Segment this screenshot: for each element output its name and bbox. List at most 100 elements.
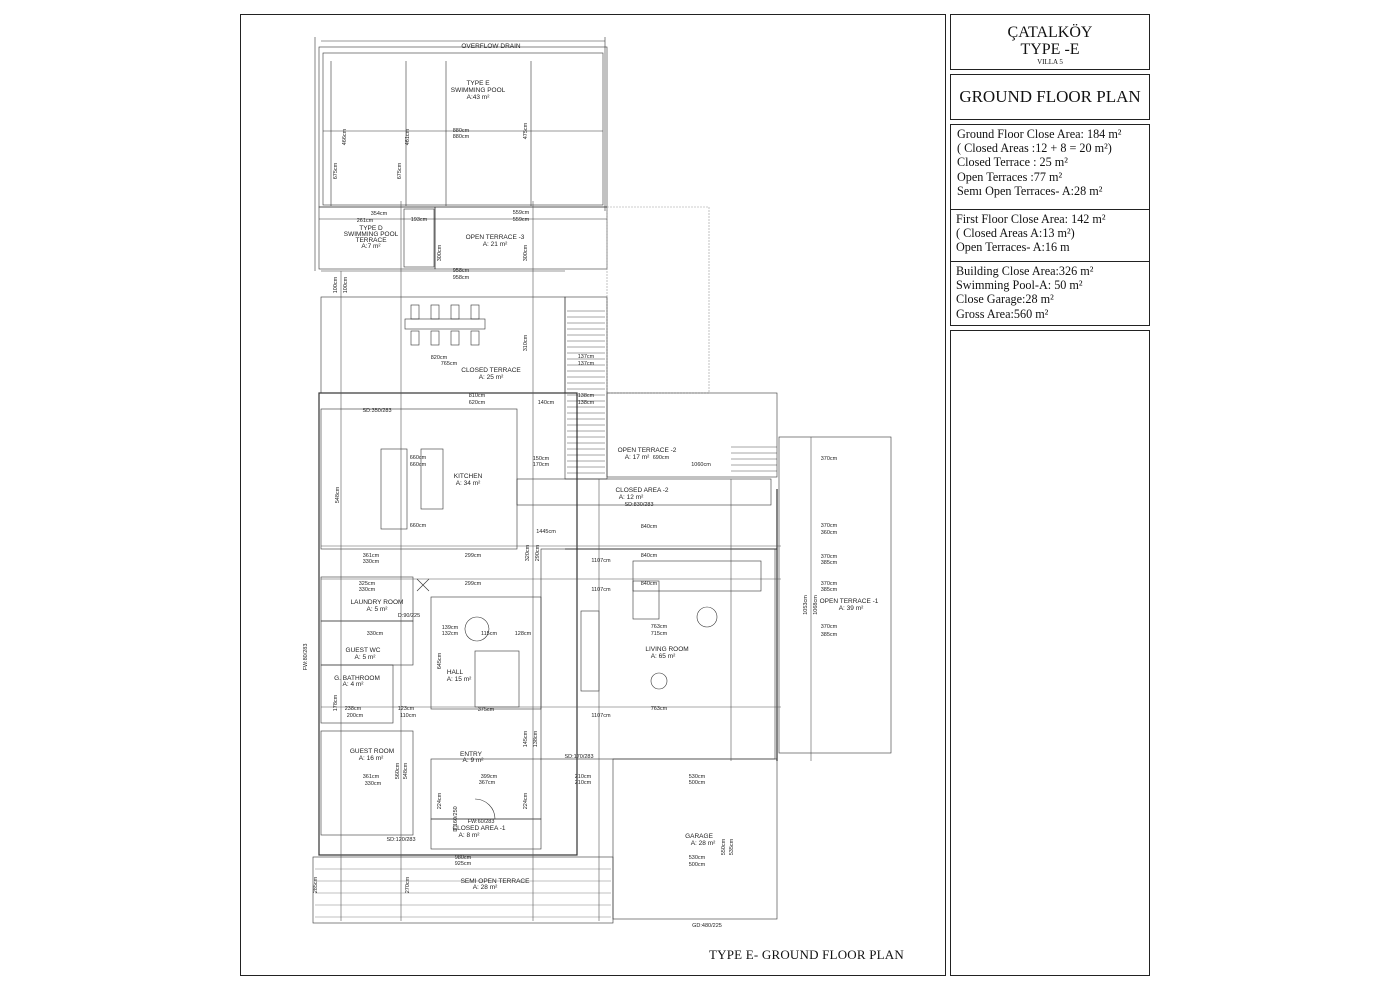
area-line: Swimming Pool-A: 50 m² xyxy=(956,278,1083,293)
dim-label: 715cm xyxy=(651,631,668,637)
area-line: Open Terraces- A:16 m xyxy=(956,240,1070,255)
area-line: Gross Area:560 m² xyxy=(956,306,1049,321)
villa-number: VILLA 5 xyxy=(1037,58,1063,66)
dim-label: 1107cm xyxy=(591,558,611,564)
dim-label: 385cm xyxy=(821,560,838,566)
dim-label: 140cm xyxy=(538,400,555,406)
dim-label: 880cm xyxy=(453,134,470,140)
dim-label: 958cm xyxy=(453,268,470,274)
area-line: ( Closed Areas A:13 m²) xyxy=(956,226,1075,241)
dim-label: 354cm xyxy=(371,211,388,217)
area-line: First Floor Close Area: 142 m² xyxy=(956,212,1106,226)
area-line: Ground Floor Close Area: 184 m² xyxy=(957,127,1122,141)
area-line: Building Close Area:326 m² xyxy=(956,264,1094,278)
semi-open-terrace-label: SEMI OPEN TERRACE xyxy=(461,878,531,885)
dim-label: 560cm xyxy=(395,762,401,779)
dim-label: 820cm xyxy=(431,355,448,361)
dim-label: 139cm xyxy=(442,625,459,631)
dim-label: 1060cm xyxy=(691,462,711,468)
dim-label: 675cm xyxy=(333,162,339,179)
dim-label: 138cm xyxy=(533,730,539,747)
open-terrace-1-label: OPEN TERRACE -1 xyxy=(820,598,879,605)
dim-label: 132cm xyxy=(442,631,459,637)
dim-label: 224cm xyxy=(523,792,529,809)
dim-label: 370cm xyxy=(821,554,838,560)
project-name: ÇATALKÖY xyxy=(1007,24,1093,41)
area-line: Open Terraces :77 m² xyxy=(957,169,1063,184)
dim-label: 660cm xyxy=(410,523,427,529)
closed-area-2 xyxy=(516,478,772,506)
dim-label: 763cm xyxy=(651,706,668,712)
total-areas: Building Close Area:326 m² Swimming Pool… xyxy=(951,261,1149,321)
dim-label: 840cm xyxy=(641,524,658,530)
dim-label: 530cm xyxy=(689,855,706,861)
closed-area-2-area: A: 12 m² xyxy=(619,494,644,501)
dim-label: 170cm xyxy=(533,462,550,468)
dim-label: 475cm xyxy=(523,122,529,139)
dim-label: 145cm xyxy=(523,730,529,747)
door-tag: GD:480/225 xyxy=(692,923,722,929)
guest-room-area: A: 16 m² xyxy=(359,755,384,762)
pool-e-label: SWIMMING POOL xyxy=(451,87,506,94)
dim-label: 330cm xyxy=(367,631,384,637)
dim-label: 925cm xyxy=(455,861,472,867)
dim-label: 361cm xyxy=(363,553,380,559)
closed-terrace-label: CLOSED TERRACE xyxy=(461,367,521,374)
dim-label: 150cm xyxy=(533,456,550,462)
dim-label: 530cm xyxy=(689,774,706,780)
dim-label: 1445cm xyxy=(536,529,556,535)
hall-area: A: 15 m² xyxy=(447,676,472,683)
first-floor-areas: First Floor Close Area: 142 m² ( Closed … xyxy=(951,209,1149,255)
dim-label: 660cm xyxy=(410,462,427,468)
door-tag: D:90/225 xyxy=(398,613,420,619)
dim-label: 385cm xyxy=(821,632,838,638)
dim-label: 1053cm xyxy=(803,595,809,615)
g-bathroom-label: G. BATHROOM xyxy=(334,675,380,682)
closed-area-1-label: CLOSED AREA -1 xyxy=(452,825,505,832)
dim-label: 1107cm xyxy=(591,713,611,719)
notes-box xyxy=(950,330,1150,976)
dim-label: 370cm xyxy=(821,523,838,529)
dim-label: 320cm xyxy=(525,544,531,561)
dim-label: 370cm xyxy=(821,581,838,587)
laundry-label: LAUNDRY ROOM xyxy=(351,599,404,606)
terrace-steps xyxy=(564,296,608,480)
door-tag: FW:60/283 xyxy=(468,819,495,825)
laundry-area: A: 5 m² xyxy=(367,606,389,613)
dim-label: 115cm xyxy=(481,631,498,637)
closed-area-2-label: CLOSED AREA -2 xyxy=(615,487,668,494)
dim-label: 210cm xyxy=(575,780,592,786)
guest-room-label: GUEST ROOM xyxy=(350,748,394,755)
guest-room xyxy=(320,730,414,836)
dim-label: 535cm xyxy=(729,838,735,855)
dim-label: 123cm xyxy=(398,706,415,712)
dim-label: 1068cm xyxy=(813,595,819,615)
dim-label: 559cm xyxy=(513,217,530,223)
drawing-sheet: OVERFLOW DRAIN TYPE E SWIMMING POOL A:43… xyxy=(240,14,946,976)
overflow-drain-label: OVERFLOW DRAIN xyxy=(461,43,521,50)
guest-wc-area: A: 5 m² xyxy=(355,654,377,661)
dim-label: 261cm xyxy=(357,218,374,224)
dim-label: 1107cm xyxy=(591,587,611,593)
dim-label: 370cm xyxy=(821,624,838,630)
dim-label: 385cm xyxy=(821,587,838,593)
pool-d-area: A:7 m² xyxy=(361,243,381,250)
dim-label: 550cm xyxy=(721,838,727,855)
garage-area: A: 28 m² xyxy=(691,840,716,847)
area-line: ( Closed Areas :12 + 8 = 20 m²) xyxy=(957,141,1112,156)
dim-label: 330cm xyxy=(359,587,376,593)
dim-label: 690cm xyxy=(653,455,670,461)
dim-label: 100cm xyxy=(333,276,339,293)
dim-label: 360cm xyxy=(821,530,838,536)
pool-d-label: TYPE D xyxy=(359,225,383,232)
dim-label: 367cm xyxy=(479,780,496,786)
ground-floor-plan: OVERFLOW DRAIN TYPE E SWIMMING POOL A:43… xyxy=(303,37,892,929)
dim-label: 299cm xyxy=(465,581,482,587)
dim-label: 200cm xyxy=(347,713,364,719)
area-schedule: Ground Floor Close Area: 184 m² ( Closed… xyxy=(950,124,1150,326)
living-room-area: A: 65 m² xyxy=(651,653,676,660)
open-terrace-3-area: A: 21 m² xyxy=(483,241,508,248)
area-line: Close Garage:28 m² xyxy=(956,292,1054,307)
dim-label: 399cm xyxy=(481,774,498,780)
dim-label: 548cm xyxy=(403,762,409,779)
